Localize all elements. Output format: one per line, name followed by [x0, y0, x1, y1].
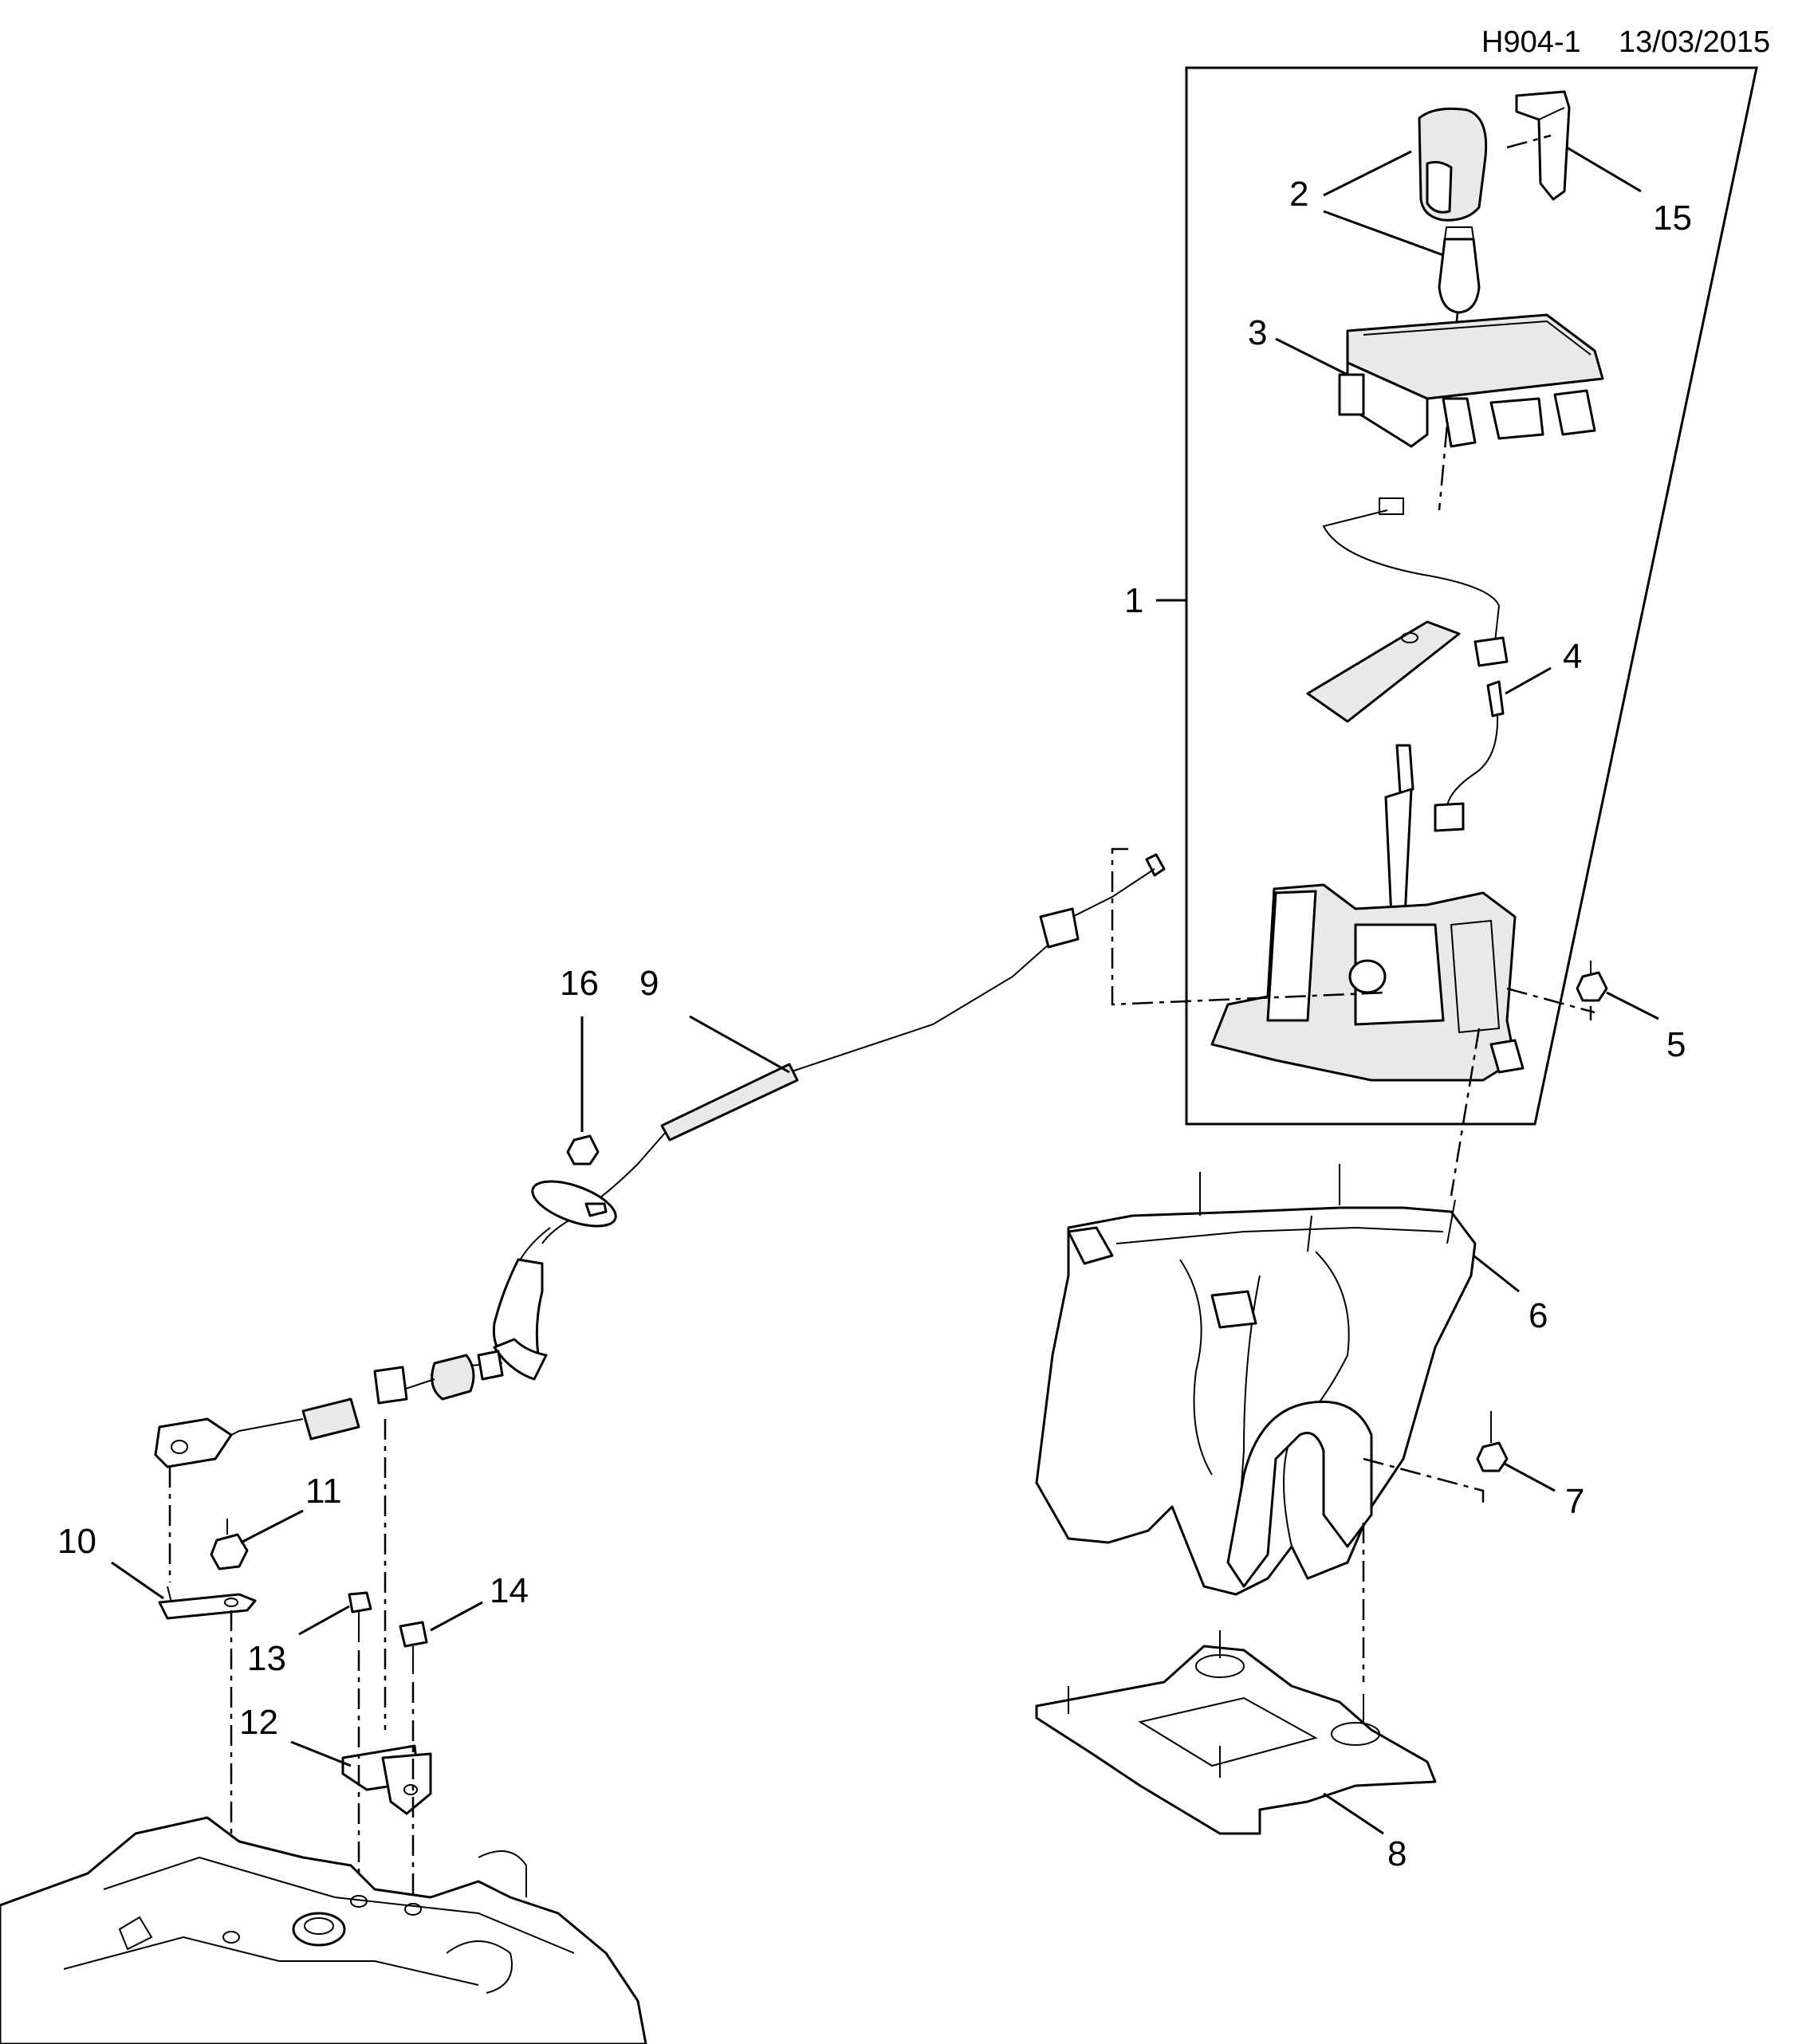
leader-3: [1275, 337, 1348, 376]
leader-6: [1473, 1254, 1520, 1293]
nut-16-part: [566, 1134, 600, 1165]
callout-16: 16: [560, 964, 599, 1003]
harness-part: [1306, 497, 1509, 723]
mounting-plate-part: [1035, 1630, 1437, 1835]
leader-13: [298, 1605, 350, 1636]
callout-1: 1: [1124, 581, 1143, 620]
nut-7-part: [1476, 1411, 1509, 1472]
switch-part: [1434, 680, 1505, 832]
leader-9: [689, 1015, 790, 1074]
leader-12: [290, 1740, 352, 1767]
leader-4: [1505, 666, 1552, 695]
nut-5-part: [1576, 961, 1608, 1002]
assembly-box: [1185, 66, 1758, 1126]
bolt-14-part: [399, 1621, 428, 1674]
leader-11: [240, 1509, 304, 1544]
leader-2b: [1323, 210, 1444, 257]
leader-8: [1323, 1792, 1384, 1835]
callout-11: 11: [305, 1472, 342, 1511]
callout-13: 13: [247, 1639, 286, 1678]
nut-11-part: [210, 1519, 249, 1570]
callout-9: 9: [639, 964, 659, 1003]
callout-10: 10: [57, 1522, 96, 1561]
callout-8: 8: [1387, 1834, 1407, 1873]
callout-4: 4: [1563, 637, 1582, 676]
bracket-12-part: [341, 1744, 432, 1815]
diagram-code: H904-1: [1481, 26, 1581, 59]
leader-5: [1606, 991, 1659, 1020]
callout-7: 7: [1565, 1482, 1584, 1521]
leader-10: [111, 1561, 164, 1600]
leader-2a: [1323, 150, 1412, 197]
leader-14: [430, 1601, 483, 1632]
callout-14: 14: [490, 1571, 529, 1610]
leader-15: [1566, 146, 1642, 193]
leader-7: [1502, 1461, 1556, 1492]
shift-knob-part: [1418, 107, 1488, 314]
callout-15: 15: [1653, 199, 1692, 238]
bolt-13-part: [348, 1591, 372, 1642]
callout-3: 3: [1248, 313, 1267, 352]
console-bracket-part: [1035, 1164, 1477, 1596]
callout-12: 12: [239, 1703, 278, 1742]
selector-lever-part: [1210, 744, 1525, 1082]
callout-2: 2: [1289, 175, 1308, 214]
callout-6: 6: [1529, 1296, 1548, 1335]
diagram-date: 13/03/2015: [1619, 26, 1771, 59]
transmission-part: [0, 1816, 647, 2044]
lever-10-part: [158, 1586, 257, 1620]
knob-trim-part: [1515, 90, 1571, 201]
shift-cable-part: [154, 853, 1166, 1468]
indicator-bezel-part: [1338, 313, 1604, 448]
callout-5: 5: [1666, 1025, 1686, 1064]
